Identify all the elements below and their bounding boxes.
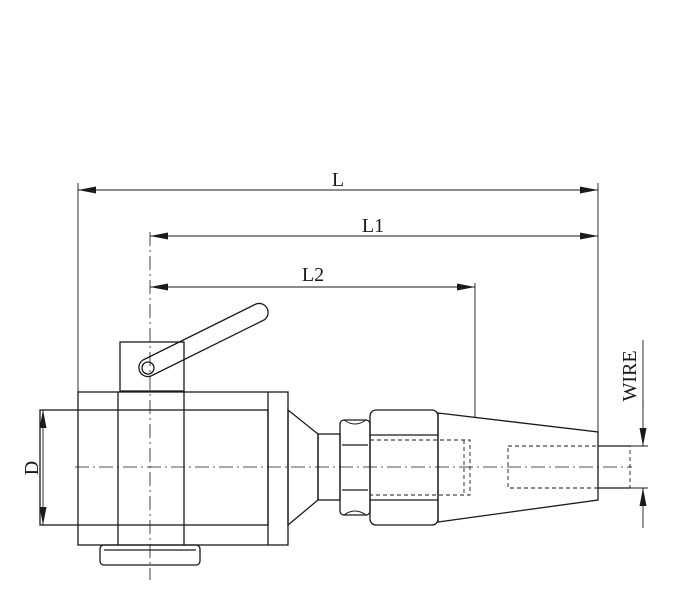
center-lines bbox=[75, 232, 632, 580]
swage-tube bbox=[437, 412, 599, 523]
hex-nut bbox=[339, 419, 371, 516]
dimension-l1: L1 bbox=[150, 215, 598, 240]
dimension-wire-label: WIRE bbox=[619, 350, 641, 401]
sleeve bbox=[369, 409, 439, 526]
fork-body bbox=[39, 391, 289, 546]
clevis-pin-head bbox=[119, 302, 269, 392]
dimension-l2: L2 bbox=[150, 264, 475, 291]
dimension-l1-label: L1 bbox=[362, 215, 384, 237]
dimension-d: D bbox=[21, 410, 47, 525]
wire bbox=[598, 445, 630, 489]
hidden-thread bbox=[369, 439, 471, 496]
dimension-l: L bbox=[78, 169, 598, 194]
dimension-d-label: D bbox=[21, 461, 43, 475]
dimension-l-label: L bbox=[332, 169, 344, 191]
extension-lines bbox=[40, 183, 648, 526]
body-taper bbox=[287, 408, 319, 527]
dimension-l2-label: L2 bbox=[302, 264, 324, 286]
dimension-wire: WIRE bbox=[619, 340, 647, 528]
